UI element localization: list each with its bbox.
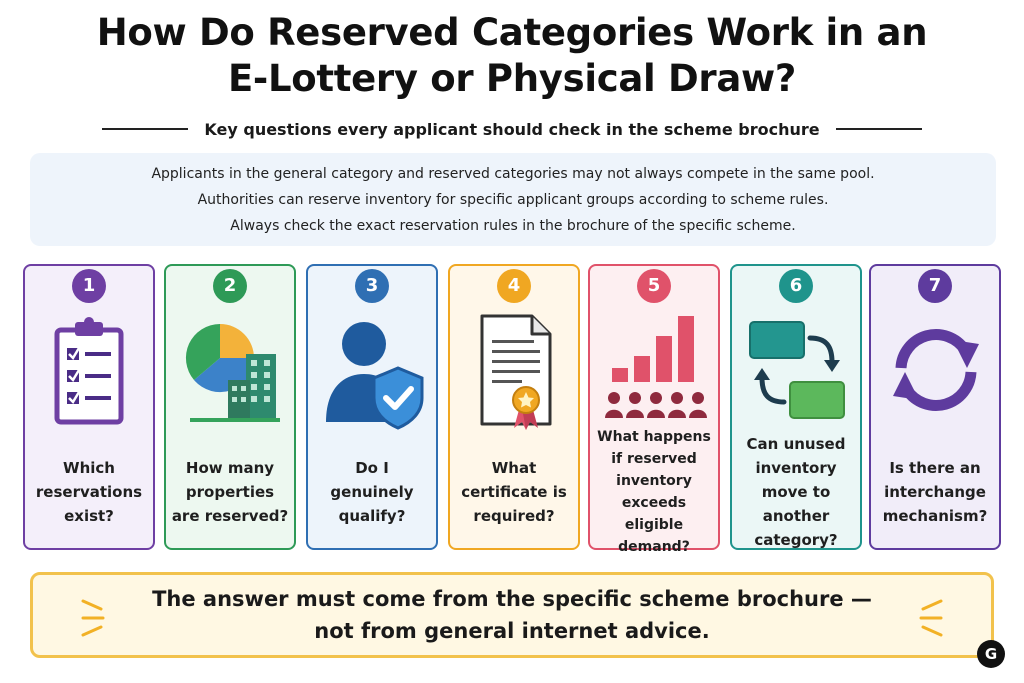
card-question-text: Do I genuinely qualify? [330, 459, 414, 525]
card-number-badge: 2 [213, 269, 247, 303]
title-line-2: E-Lottery or Physical Draw? [227, 57, 797, 100]
question-card-7: 7 Is there an interchange mechanism? [869, 264, 1001, 550]
question-card-3: 3 Do I genuinely qualify? [306, 264, 438, 550]
question-card-6: 6 Can unused inventory move to another c… [730, 264, 862, 550]
cycle-arrows-icon [881, 310, 991, 430]
conclusion-line-1: The answer must come from the specific s… [152, 587, 872, 611]
conclusion-line-2: not from general internet advice. [314, 619, 710, 643]
subtitle-row: Key questions every applicant should che… [0, 116, 1024, 142]
subtitle: Key questions every applicant should che… [204, 119, 820, 139]
conclusion-text: The answer must come from the specific s… [132, 583, 892, 647]
page-title: How Do Reserved Categories Work in an E-… [0, 10, 1024, 102]
card-question-text: Can unused inventory move to another cat… [746, 435, 846, 549]
card-number-badge: 1 [72, 269, 106, 303]
intro-line-3: Always check the exact reservation rules… [230, 218, 796, 234]
transfer-boxes-icon [742, 310, 852, 430]
card-number-badge: 5 [637, 269, 671, 303]
card-number-badge: 3 [355, 269, 389, 303]
question-card-4: 4 What certificate is required? [448, 264, 580, 550]
card-number-badge: 7 [918, 269, 952, 303]
subtitle-rule-right [835, 128, 922, 130]
intro-line-2: Authorities can reserve inventory for sp… [197, 192, 829, 208]
sparkle-left-icon [79, 595, 109, 641]
brand-logo: G [977, 640, 1005, 668]
card-question-text: What certificate is required? [461, 459, 567, 525]
card-number-badge: 4 [497, 269, 531, 303]
question-card-1: 1 Which reservations exist? [23, 264, 155, 550]
sparkle-right-icon [915, 595, 945, 641]
bar-chart-people-icon [600, 310, 710, 430]
card-question-text: Which reservations exist? [35, 459, 143, 525]
conclusion-banner: The answer must come from the specific s… [30, 572, 994, 658]
intro-line-1: Applicants in the general category and r… [151, 166, 875, 182]
card-question-text: How many properties are reserved? [171, 459, 289, 525]
person-shield-icon [318, 310, 428, 430]
question-cards: 1 Which reservations exist? 2 [23, 264, 1001, 555]
question-card-5: 5 What happens if reserved inventory exc… [588, 264, 720, 555]
question-card-2: 2 How many properties are reserved [164, 264, 296, 550]
clipboard-checklist-icon [35, 310, 145, 430]
title-line-1: How Do Reserved Categories Work in an [96, 11, 928, 54]
card-number-badge: 6 [779, 269, 813, 303]
certificate-document-icon [460, 310, 570, 430]
intro-panel: Applicants in the general category and r… [30, 153, 996, 246]
pie-chart-buildings-icon [176, 310, 286, 430]
card-question-text: Is there an interchange mechanism? [882, 459, 988, 525]
subtitle-rule-left [102, 128, 189, 130]
card-question-text: What happens if reserved inventory excee… [597, 429, 711, 555]
